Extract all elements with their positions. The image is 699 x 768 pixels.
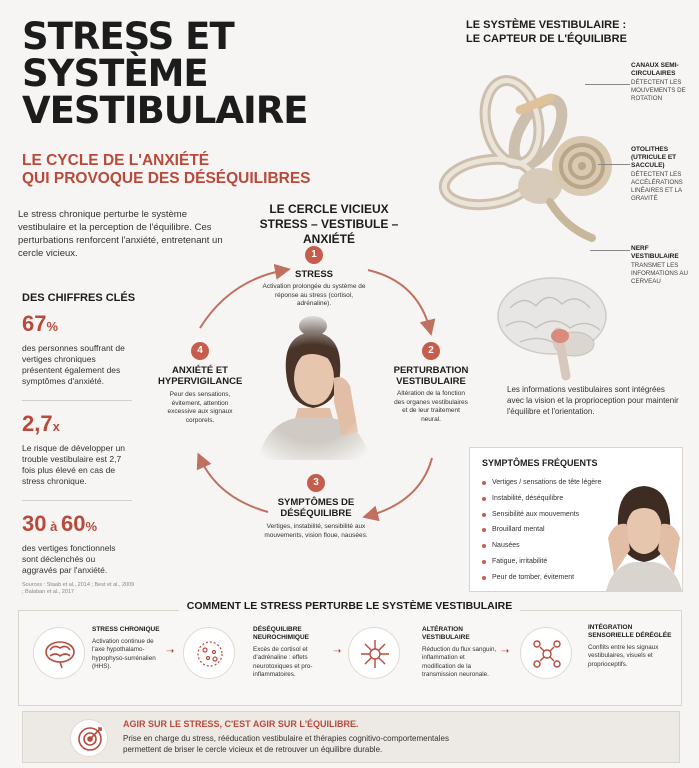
stats-heading: DES CHIFFRES CLÉS bbox=[22, 292, 136, 304]
label-otoliths: OTOLITHES (UTRICULE ET SACCULE) DÉTECTEN… bbox=[631, 146, 697, 203]
list-item: Peur de tomber, évitement bbox=[482, 574, 602, 582]
symptoms-box: SYMPTÔMES FRÉQUENTS Vertiges / sensation… bbox=[469, 447, 683, 592]
divider bbox=[22, 400, 132, 401]
node-number: 3 bbox=[307, 474, 325, 492]
sources: Sources : Staab et al., 2014 ; Best et a… bbox=[22, 582, 135, 595]
step-text: Réduction du flux sanguin, inflammation … bbox=[422, 646, 497, 678]
network-icon bbox=[520, 627, 572, 679]
neuron-icon bbox=[348, 627, 400, 679]
step-heading: DÉSÉQUILIBRE NEUROCHIMIQUE bbox=[253, 626, 309, 641]
stat-item: 67% des personnes souffrant de vertiges … bbox=[22, 312, 132, 387]
list-item: Brouillard mental bbox=[482, 526, 602, 534]
stat-value: 2,7x bbox=[22, 411, 60, 436]
step-text: Activation continue de l'axe hypothalamo… bbox=[92, 638, 156, 670]
vestibular-info: Les informations vestibulaires sont inté… bbox=[507, 385, 679, 416]
brain-icon bbox=[33, 627, 85, 679]
label-text: DÉTECTENT LES MOUVEMENTS DE ROTATION bbox=[631, 79, 686, 102]
cta-heading: AGIR SUR LE STRESS, C'EST AGIR SUR L'ÉQU… bbox=[123, 719, 359, 729]
headache-woman-illustration bbox=[606, 486, 682, 591]
cycle-node-stress: 1 STRESS Activation prolongée du système… bbox=[258, 246, 370, 309]
cta-text: Prise en charge du stress, rééducation v… bbox=[123, 734, 449, 754]
label-text: DÉTECTENT LES ACCÉLÉRATIONS LINÉAIRES ET… bbox=[631, 171, 683, 202]
node-number: 1 bbox=[305, 246, 323, 264]
stressed-woman-illustration bbox=[238, 312, 388, 460]
cycle-node-symptoms: 3 SYMPTÔMES DE DÉSÉQUILIBRE Vertiges, in… bbox=[262, 474, 370, 540]
symptoms-list: Vertiges / sensations de tête légère Ins… bbox=[482, 479, 602, 590]
molecule-icon bbox=[183, 627, 235, 679]
arrow-right-icon: ➝ bbox=[166, 646, 175, 657]
title-line: VESTIBULAIRE bbox=[22, 89, 309, 132]
list-item: Fatigue, irritabilité bbox=[482, 558, 602, 566]
title-line: SYSTÈME bbox=[22, 52, 209, 95]
vestibular-heading: LE SYSTÈME VESTIBULAIRE : LE CAPTEUR DE … bbox=[466, 19, 627, 45]
arrow-right-icon: ➝ bbox=[501, 646, 510, 657]
step-heading: STRESS CHRONIQUE bbox=[92, 626, 160, 633]
mechanism-heading: COMMENT LE STRESS PERTURBE LE SYSTÈME VE… bbox=[0, 600, 699, 612]
stat-value: 67% bbox=[22, 311, 59, 336]
page-title: STRESS ET SYSTÈME VESTIBULAIRE bbox=[22, 18, 322, 129]
step-heading: INTÉGRATION SENSORIELLE DÉRÉGLÉE bbox=[588, 624, 672, 639]
step-text: Excès de cortisol et d'adrénaline : effe… bbox=[253, 646, 313, 678]
list-item: Nausées bbox=[482, 542, 602, 550]
subtitle-line: LE CYCLE DE L'ANXIÉTÉ bbox=[22, 152, 210, 169]
node-heading: SYMPTÔMES DE DÉSÉQUILIBRE bbox=[277, 497, 355, 519]
list-item: Vertiges / sensations de tête légère bbox=[482, 479, 602, 487]
cycle-node-perturbation: 2 PERTURBATION VESTIBULAIRE Altération d… bbox=[392, 342, 470, 424]
node-number: 4 bbox=[191, 342, 209, 360]
mechanism-step: DÉSÉQUILIBRE NEUROCHIMIQUE Excès de cort… bbox=[253, 626, 329, 679]
mechanism-step: INTÉGRATION SENSORIELLE DÉRÉGLÉE Conflit… bbox=[588, 624, 674, 669]
label-canals: CANAUX SEMI-CIRCULAIRES DÉTECTENT LES MO… bbox=[631, 62, 697, 103]
brain-illustration bbox=[497, 277, 607, 381]
divider bbox=[22, 500, 132, 501]
cta-box bbox=[22, 711, 680, 763]
node-heading: ANXIÉTÉ ET HYPERVIGILANCE bbox=[158, 365, 243, 387]
stat-value: 30 à 60% bbox=[22, 511, 97, 536]
stat-item: 30 à 60% des vertiges fonctionnels sont … bbox=[22, 512, 132, 576]
step-text: Conflits entre les signaux vestibulaires… bbox=[588, 644, 659, 668]
mechanism-step: ALTÉRATION VESTIBULAIRE Réduction du flu… bbox=[422, 626, 498, 679]
intro-text: Le stress chronique perturbe le système … bbox=[18, 209, 223, 259]
stat-text: des personnes souffrant de vertiges chro… bbox=[22, 343, 125, 386]
node-number: 2 bbox=[422, 342, 440, 360]
arrow-1-to-2 bbox=[367, 269, 436, 336]
mechanism-step: STRESS CHRONIQUE Activation continue de … bbox=[92, 626, 162, 671]
arrow-3-to-4 bbox=[196, 452, 269, 513]
label-heading: CANAUX SEMI-CIRCULAIRES bbox=[631, 62, 679, 77]
leader-line bbox=[585, 84, 630, 85]
cycle-arrows bbox=[196, 263, 436, 522]
cycle-title: LE CERCLE VICIEUX STRESS – VESTIBULE – A… bbox=[259, 202, 399, 246]
list-item: Sensibilité aux mouvements bbox=[482, 511, 602, 519]
leader-line bbox=[590, 250, 630, 251]
target-icon bbox=[70, 719, 108, 757]
label-heading: OTOLITHES (UTRICULE ET SACCULE) bbox=[631, 146, 677, 169]
inner-ear-illustration bbox=[438, 75, 612, 242]
arrow-right-icon: ➝ bbox=[333, 646, 342, 657]
subtitle-line: QUI PROVOQUE DES DÉSÉQUILIBRES bbox=[22, 170, 311, 187]
node-text: Peur des sensations, évitement, attentio… bbox=[167, 391, 233, 424]
node-heading: STRESS bbox=[294, 269, 333, 280]
node-text: Activation prolongée du système de répon… bbox=[262, 283, 366, 307]
stat-text: des vertiges fonctionnels sont déclenché… bbox=[22, 543, 116, 575]
stat-item: 2,7x Le risque de développer un trouble … bbox=[22, 412, 132, 487]
page-subtitle: LE CYCLE DE L'ANXIÉTÉ QUI PROVOQUE DES D… bbox=[22, 152, 322, 188]
step-heading: ALTÉRATION VESTIBULAIRE bbox=[422, 626, 470, 641]
arrow-4-to-1 bbox=[199, 263, 291, 329]
arrow-2-to-3 bbox=[362, 457, 433, 522]
label-text: TRANSMET LES INFORMATIONS AU CERVEAU bbox=[631, 262, 688, 285]
node-text: Altération de la fonction des organes ve… bbox=[394, 390, 468, 423]
label-heading: NERF VESTIBULAIRE bbox=[631, 245, 679, 260]
list-item: Instabilité, déséquilibre bbox=[482, 495, 602, 503]
cycle-node-anxiety: 4 ANXIÉTÉ ET HYPERVIGILANCE Peur des sen… bbox=[158, 342, 242, 425]
label-nerve: NERF VESTIBULAIRE TRANSMET LES INFORMATI… bbox=[631, 245, 697, 286]
node-text: Vertiges, instabilité, sensibilité aux m… bbox=[264, 523, 368, 539]
stat-text: Le risque de développer un trouble vesti… bbox=[22, 443, 126, 486]
leader-line bbox=[598, 164, 630, 165]
title-line: STRESS ET bbox=[22, 15, 235, 58]
node-heading: PERTURBATION VESTIBULAIRE bbox=[393, 365, 469, 387]
symptoms-heading: SYMPTÔMES FRÉQUENTS bbox=[482, 458, 598, 468]
